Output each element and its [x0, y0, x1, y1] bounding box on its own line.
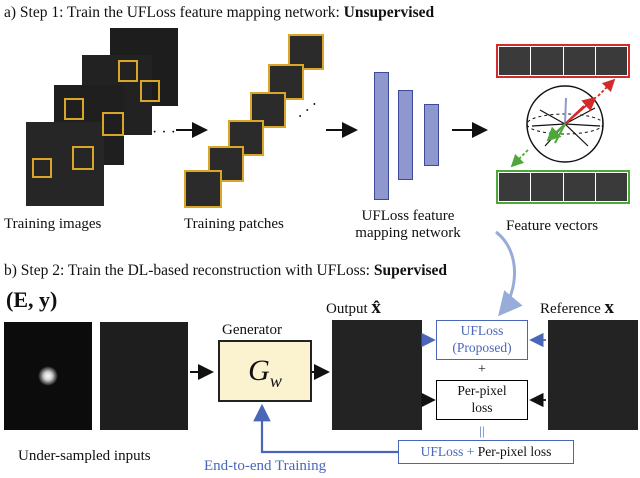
step2-prefix: b) Step 2: Train the DL-based reconstruc…	[4, 262, 374, 279]
ey-label: (E, y)	[6, 287, 58, 312]
perpixel-box: Per-pixel loss	[436, 380, 528, 420]
green-feature-strip	[496, 170, 630, 204]
patch-marker	[32, 158, 52, 178]
output-symbol: x̂	[371, 297, 381, 318]
network-layer-2	[398, 90, 413, 180]
training-patch	[268, 64, 304, 100]
reference-label: Reference x	[540, 297, 615, 319]
undersampled-label: Under-sampled inputs	[18, 448, 151, 464]
patch-marker	[102, 112, 124, 136]
end-to-end-label: End-to-end Training	[204, 458, 327, 474]
perpixel-box-line1: Per-pixel	[457, 383, 507, 399]
total-loss-box: UFLoss + Per-pixel loss	[398, 440, 574, 464]
arrow-sphere-to-red	[597, 78, 616, 97]
plus-sign: +	[478, 362, 486, 377]
step1-heading: a) Step 1: Train the UFLoss feature mapp…	[4, 4, 434, 21]
patch-marker	[140, 80, 160, 102]
training-patches-label: Training patches	[184, 216, 284, 232]
equals-sign: ||	[479, 423, 485, 438]
total-perpixel: Per-pixel loss	[477, 444, 552, 459]
feature-vectors-label: Feature vectors	[506, 218, 599, 234]
step2-heading: b) Step 2: Train the DL-based reconstruc…	[4, 262, 447, 279]
network-layer-3	[424, 104, 439, 166]
undersampled-image	[100, 322, 188, 430]
generator-symbol: G	[248, 354, 270, 387]
feature-sphere	[526, 85, 604, 163]
step1-emphasis: Unsupervised	[343, 4, 435, 21]
training-image-1	[26, 122, 104, 206]
total-plus: +	[463, 444, 478, 459]
kspace-image	[4, 322, 92, 430]
network-label-line2: mapping network	[355, 224, 461, 241]
network-label-line1: UFLoss feature	[361, 208, 455, 224]
training-patch	[184, 170, 222, 208]
output-label: Output x̂	[326, 297, 381, 319]
reference-symbol: x	[604, 297, 615, 318]
step2-emphasis: Supervised	[373, 262, 448, 279]
arrow-feedback-loop	[253, 403, 398, 454]
ufloss-box-line2: (Proposed)	[452, 340, 512, 355]
arrow-network-to-ufloss	[495, 230, 523, 317]
patch-marker	[64, 98, 84, 120]
step1-prefix: a) Step 1: Train the UFLoss feature mapp…	[4, 4, 344, 21]
output-image	[332, 320, 422, 430]
generator-label: Generator	[222, 322, 282, 338]
network-layer-1	[374, 72, 389, 200]
arrow-sphere-to-green	[510, 149, 529, 168]
patch-marker	[72, 146, 94, 170]
reference-text: Reference	[540, 301, 601, 317]
patch-marker	[118, 60, 138, 82]
generator-subscript: w	[269, 370, 282, 391]
ufloss-box-line1: UFLoss	[460, 323, 504, 339]
red-feature-strip	[496, 44, 630, 78]
network-label: UFLoss feature mapping network	[338, 208, 478, 241]
total-ufloss: UFLoss	[420, 444, 464, 459]
output-text: Output	[326, 301, 368, 317]
training-images-label: Training images	[4, 216, 102, 232]
images-ellipsis: · · ·	[152, 124, 176, 141]
reference-image	[548, 320, 638, 430]
ufloss-box: UFLoss (Proposed)	[436, 320, 528, 360]
perpixel-box-line2: loss	[471, 400, 493, 415]
